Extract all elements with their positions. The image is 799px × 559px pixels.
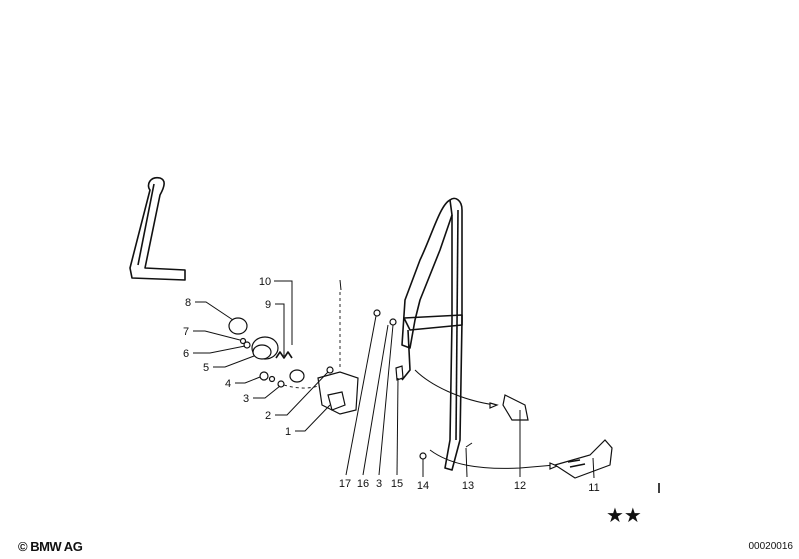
- callout-2: 2: [265, 410, 271, 422]
- callout-17: 17: [339, 478, 351, 490]
- callout-1: 1: [285, 426, 291, 438]
- callout-10: 10: [259, 276, 271, 288]
- crank-assembly: [228, 292, 359, 415]
- callout-7: 7: [183, 326, 189, 338]
- callout-9: 9: [265, 299, 271, 311]
- callout-3: 3: [243, 393, 249, 405]
- callout-leaders: [193, 280, 595, 479]
- callout-8: 8: [185, 297, 191, 309]
- callout-15: 15: [391, 478, 403, 490]
- callout-12: 12: [514, 480, 526, 492]
- callout-3b: 3: [376, 478, 382, 490]
- callout-11: 11: [588, 482, 599, 494]
- callout-14: 14: [417, 480, 429, 492]
- callout-16: 16: [357, 478, 369, 490]
- callout-6: 6: [183, 348, 189, 360]
- document-number: 00020016: [748, 541, 794, 552]
- vent-window-seal: [129, 176, 342, 291]
- callout-4: 4: [225, 378, 231, 390]
- callout-5: 5: [203, 362, 209, 374]
- callout-labels: 1 2 3 4 5 6 7 8 9 10 11 12 13 14 15 16 3…: [183, 276, 642, 527]
- window-frame: [401, 197, 559, 471]
- callout-13: 13: [462, 480, 474, 492]
- copyright-label: © BMW AG: [18, 539, 83, 554]
- small-parts: [373, 309, 660, 493]
- stars-marker: ★★: [606, 503, 642, 527]
